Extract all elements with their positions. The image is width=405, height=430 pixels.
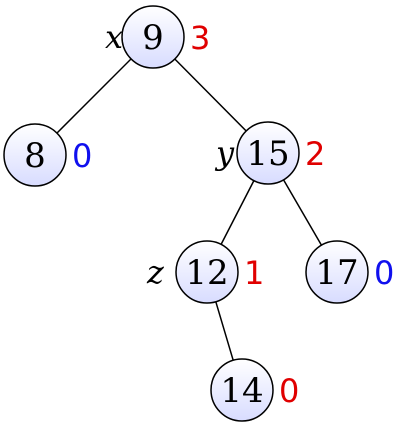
node-circle xyxy=(305,240,369,304)
node-key-label: 8 xyxy=(24,136,46,176)
node-circle xyxy=(175,240,239,304)
node-balance-label: 0 xyxy=(279,372,299,410)
node-key-label: 14 xyxy=(220,371,263,411)
edge-n12-n14 xyxy=(215,301,234,361)
edge-n9-n8 xyxy=(56,58,132,134)
node-variable-label: z xyxy=(146,253,165,291)
node-circle xyxy=(3,123,67,187)
node-variable-label: y xyxy=(214,134,235,172)
edge-n9-n15 xyxy=(174,58,247,132)
node-balance-label: 0 xyxy=(72,137,92,175)
node-key-label: 12 xyxy=(185,253,228,293)
node-balance-label: 2 xyxy=(305,135,325,173)
tree-node-15: 15 2 y xyxy=(214,121,325,185)
node-variable-label: x xyxy=(105,18,123,56)
node-key-label: 9 xyxy=(142,18,164,58)
node-balance-label: 0 xyxy=(374,254,394,292)
node-balance-label: 1 xyxy=(244,254,264,292)
node-key-label: 15 xyxy=(246,134,289,174)
tree-node-12: 12 1 z xyxy=(146,240,264,304)
node-circle xyxy=(210,358,274,422)
node-circle xyxy=(236,121,300,185)
node-circle xyxy=(121,5,185,69)
edge-n15-n12 xyxy=(220,180,255,245)
node-balance-label: 3 xyxy=(190,19,210,57)
tree-node-17: 17 0 xyxy=(305,240,394,304)
edge-n15-n17 xyxy=(282,179,323,246)
tree-edges xyxy=(56,58,323,361)
tree-node-14: 14 0 xyxy=(210,358,299,422)
node-key-label: 17 xyxy=(315,253,358,293)
